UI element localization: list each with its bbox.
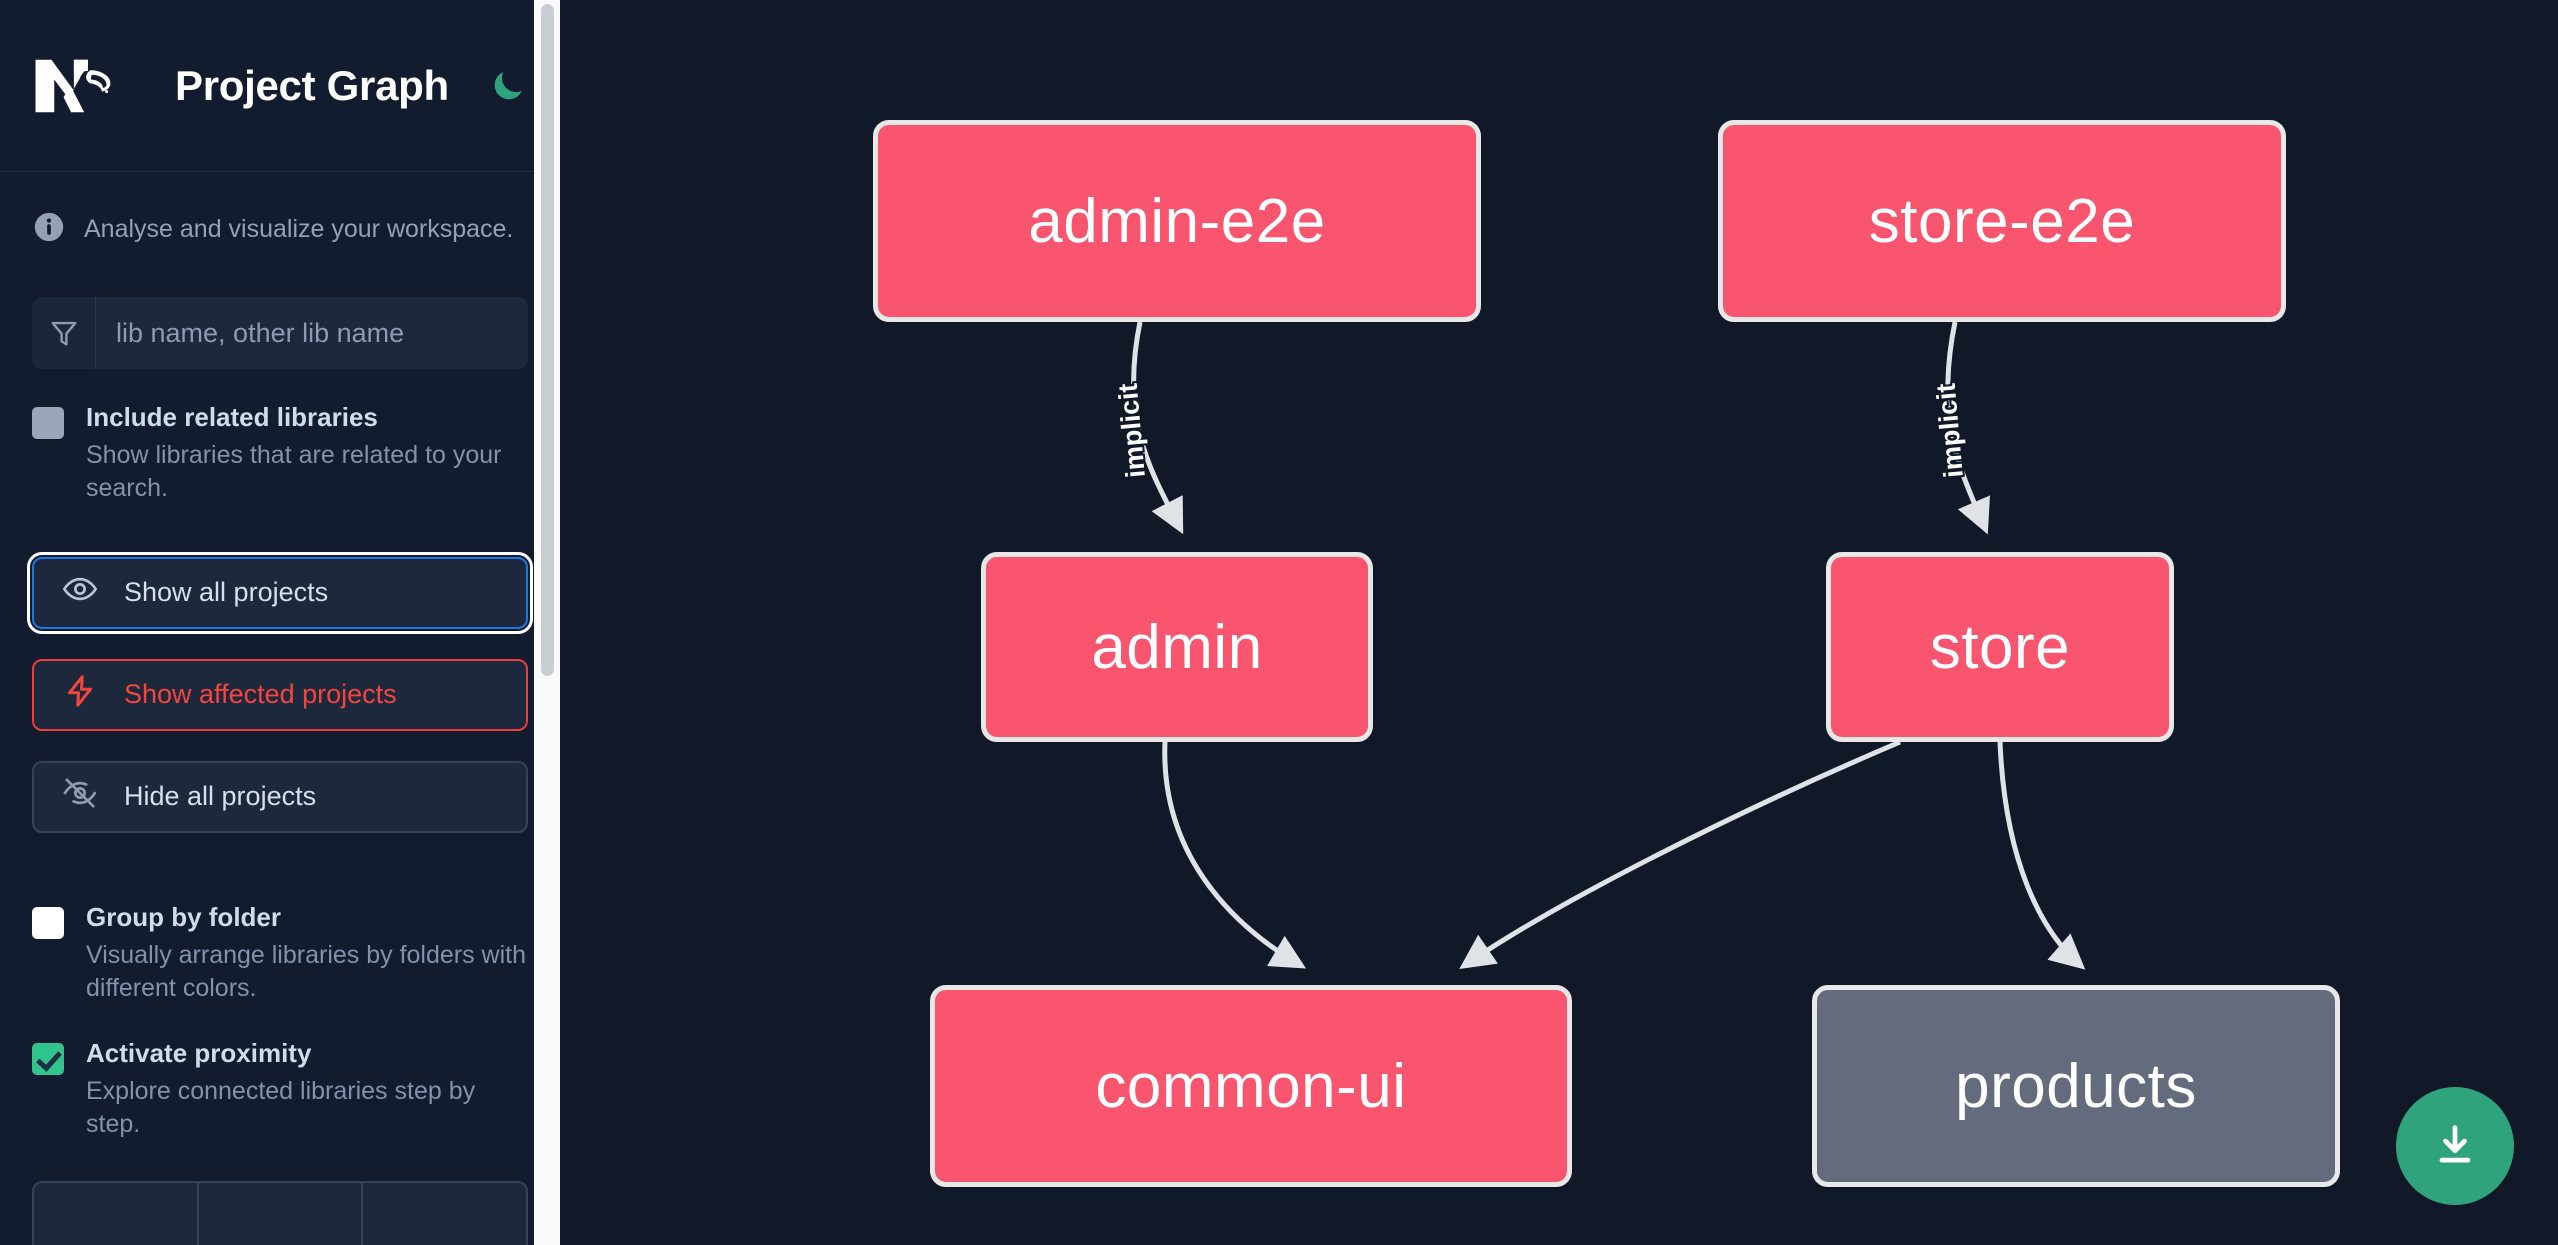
sidebar-scrollbar-thumb[interactable] [541, 4, 554, 676]
sidebar-subtitle-text: Analyse and visualize your workspace. [84, 214, 514, 243]
show-all-projects-button[interactable]: Show all projects [27, 551, 533, 634]
graph-node-label: store [1929, 612, 2071, 682]
filter-row [32, 297, 528, 369]
proximity-stepper-decrease[interactable] [34, 1182, 199, 1245]
option-label: Include related libraries [86, 402, 378, 432]
checkbox-include-related-libraries[interactable] [32, 407, 64, 439]
funnel-icon [32, 297, 96, 369]
option-description: Show libraries that are related to your … [86, 440, 502, 502]
graph-node-label: products [1955, 1051, 2197, 1121]
option-include-related-libraries[interactable]: Include related libraries Show libraries… [32, 402, 528, 505]
graph-node-label: common-ui [1095, 1051, 1407, 1121]
download-graph-button[interactable] [2396, 1087, 2514, 1205]
sidebar: Project Graph Analyse and visualize your… [0, 0, 560, 1245]
graph-edges [1131, 321, 2086, 970]
graph-node-label: admin [1091, 612, 1263, 682]
proximity-stepper-group[interactable] [32, 1180, 528, 1245]
graph-node-admin-e2e[interactable]: admin-e2e [873, 120, 1481, 322]
download-icon [2429, 1119, 2481, 1174]
nx-logo-icon [32, 57, 127, 115]
option-activate-proximity[interactable]: Activate proximity Explore connected lib… [32, 1037, 528, 1141]
graph-canvas[interactable]: admin-e2e store-e2e admin store common-u… [560, 0, 2558, 1245]
show-affected-projects-button[interactable]: Show affected projects [32, 658, 528, 731]
proximity-stepper-value [199, 1182, 364, 1245]
option-label: Group by folder [86, 901, 281, 932]
show-affected-projects-label: Show affected projects [124, 679, 397, 710]
option-description: Explore connected libraries step by step… [86, 1076, 476, 1138]
graph-node-label: admin-e2e [1028, 186, 1326, 256]
checkbox-activate-proximity[interactable] [32, 1042, 64, 1075]
search-input[interactable] [96, 297, 528, 369]
hide-all-projects-label: Hide all projects [124, 781, 317, 812]
hide-all-projects-button[interactable]: Hide all projects [32, 760, 528, 833]
sidebar-header: Project Graph [0, 0, 560, 172]
option-label: Activate proximity [86, 1037, 312, 1068]
eye-icon [62, 571, 98, 614]
graph-node-store-e2e[interactable]: store-e2e [1718, 120, 2286, 322]
option-description: Visually arrange libraries by folders wi… [86, 940, 527, 1002]
graph-node-products[interactable]: products [1812, 985, 2340, 1187]
show-all-projects-label: Show all projects [124, 577, 329, 608]
bolt-icon [62, 673, 98, 716]
graph-node-label: store-e2e [1868, 186, 2136, 256]
edge-admin-e2e-admin [1131, 321, 1184, 535]
sidebar-subtitle: Analyse and visualize your workspace. [0, 172, 560, 249]
info-icon [32, 210, 66, 249]
page-title: Project Graph [175, 61, 449, 109]
graph-node-admin[interactable]: admin [981, 552, 1373, 742]
option-group-by-folder[interactable]: Group by folder Visually arrange librari… [32, 901, 528, 1005]
graph-node-store[interactable]: store [1826, 552, 2174, 742]
proximity-stepper-increase[interactable] [363, 1183, 526, 1245]
checkbox-group-by-folder[interactable] [32, 906, 64, 939]
graph-node-common-ui[interactable]: common-ui [930, 985, 1572, 1187]
sidebar-body: Include related libraries Show libraries… [0, 297, 560, 1245]
eye-off-icon [62, 775, 98, 818]
moon-icon[interactable] [485, 63, 531, 109]
